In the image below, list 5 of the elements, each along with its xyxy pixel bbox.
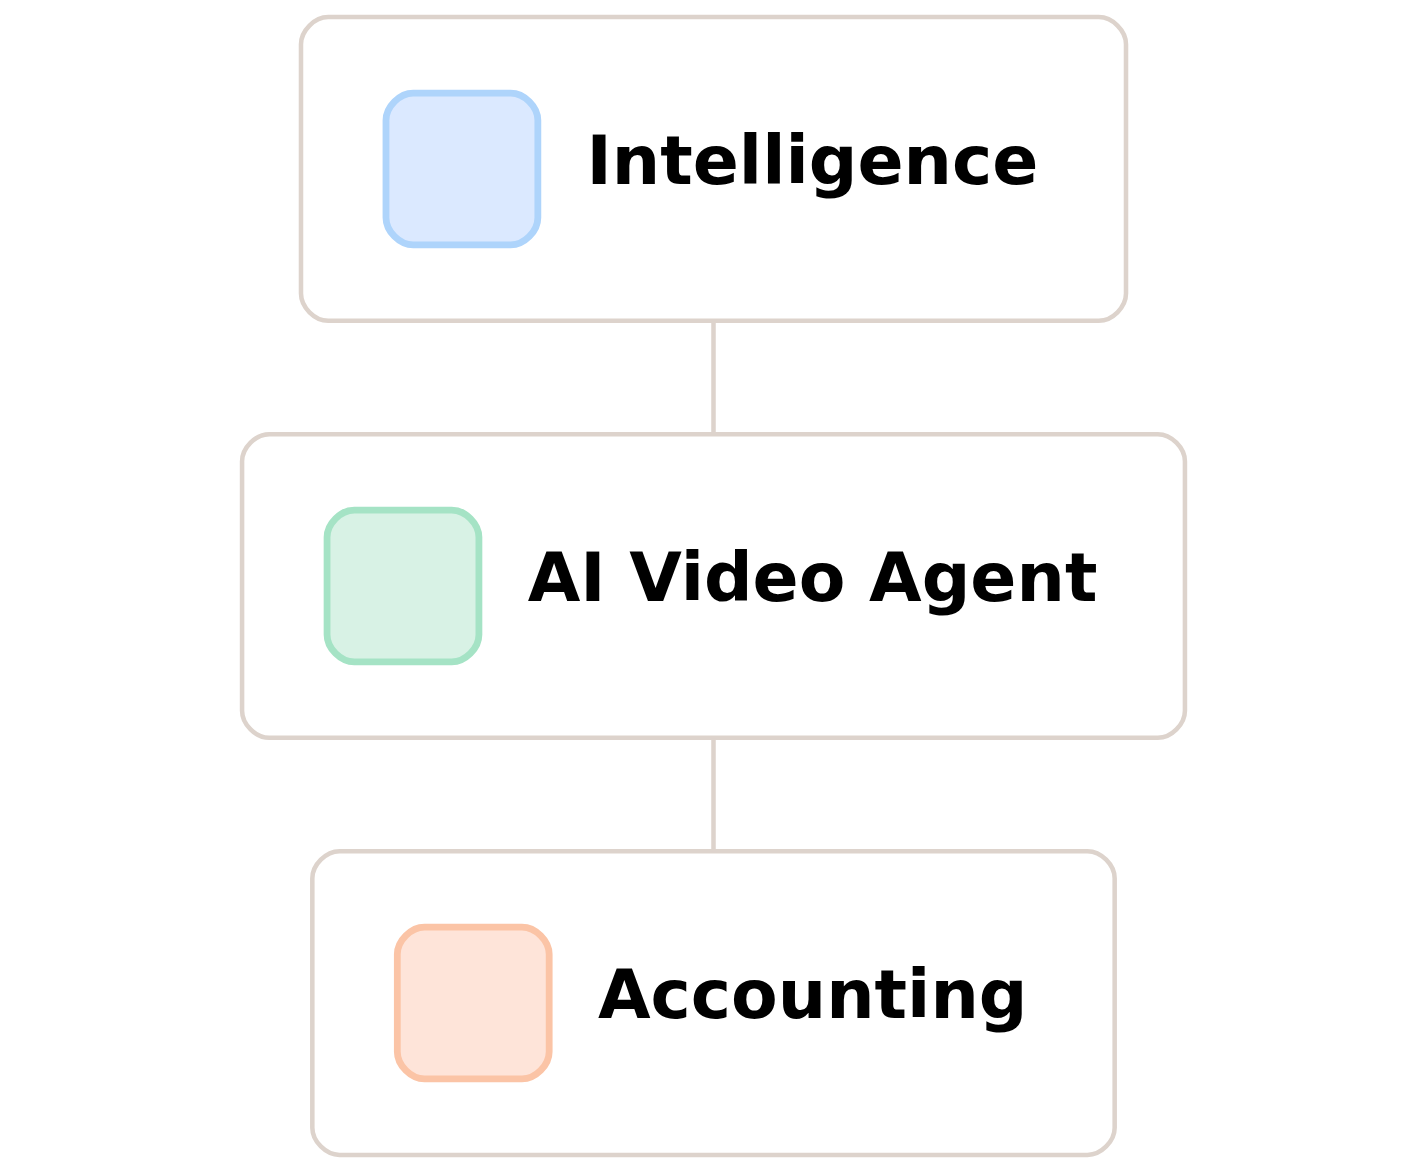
connector <box>711 738 716 852</box>
node-box: Intelligence <box>298 14 1129 324</box>
connector <box>711 321 716 435</box>
node-box: AI Video Agent <box>239 431 1188 741</box>
node-box: Accounting <box>310 848 1117 1158</box>
